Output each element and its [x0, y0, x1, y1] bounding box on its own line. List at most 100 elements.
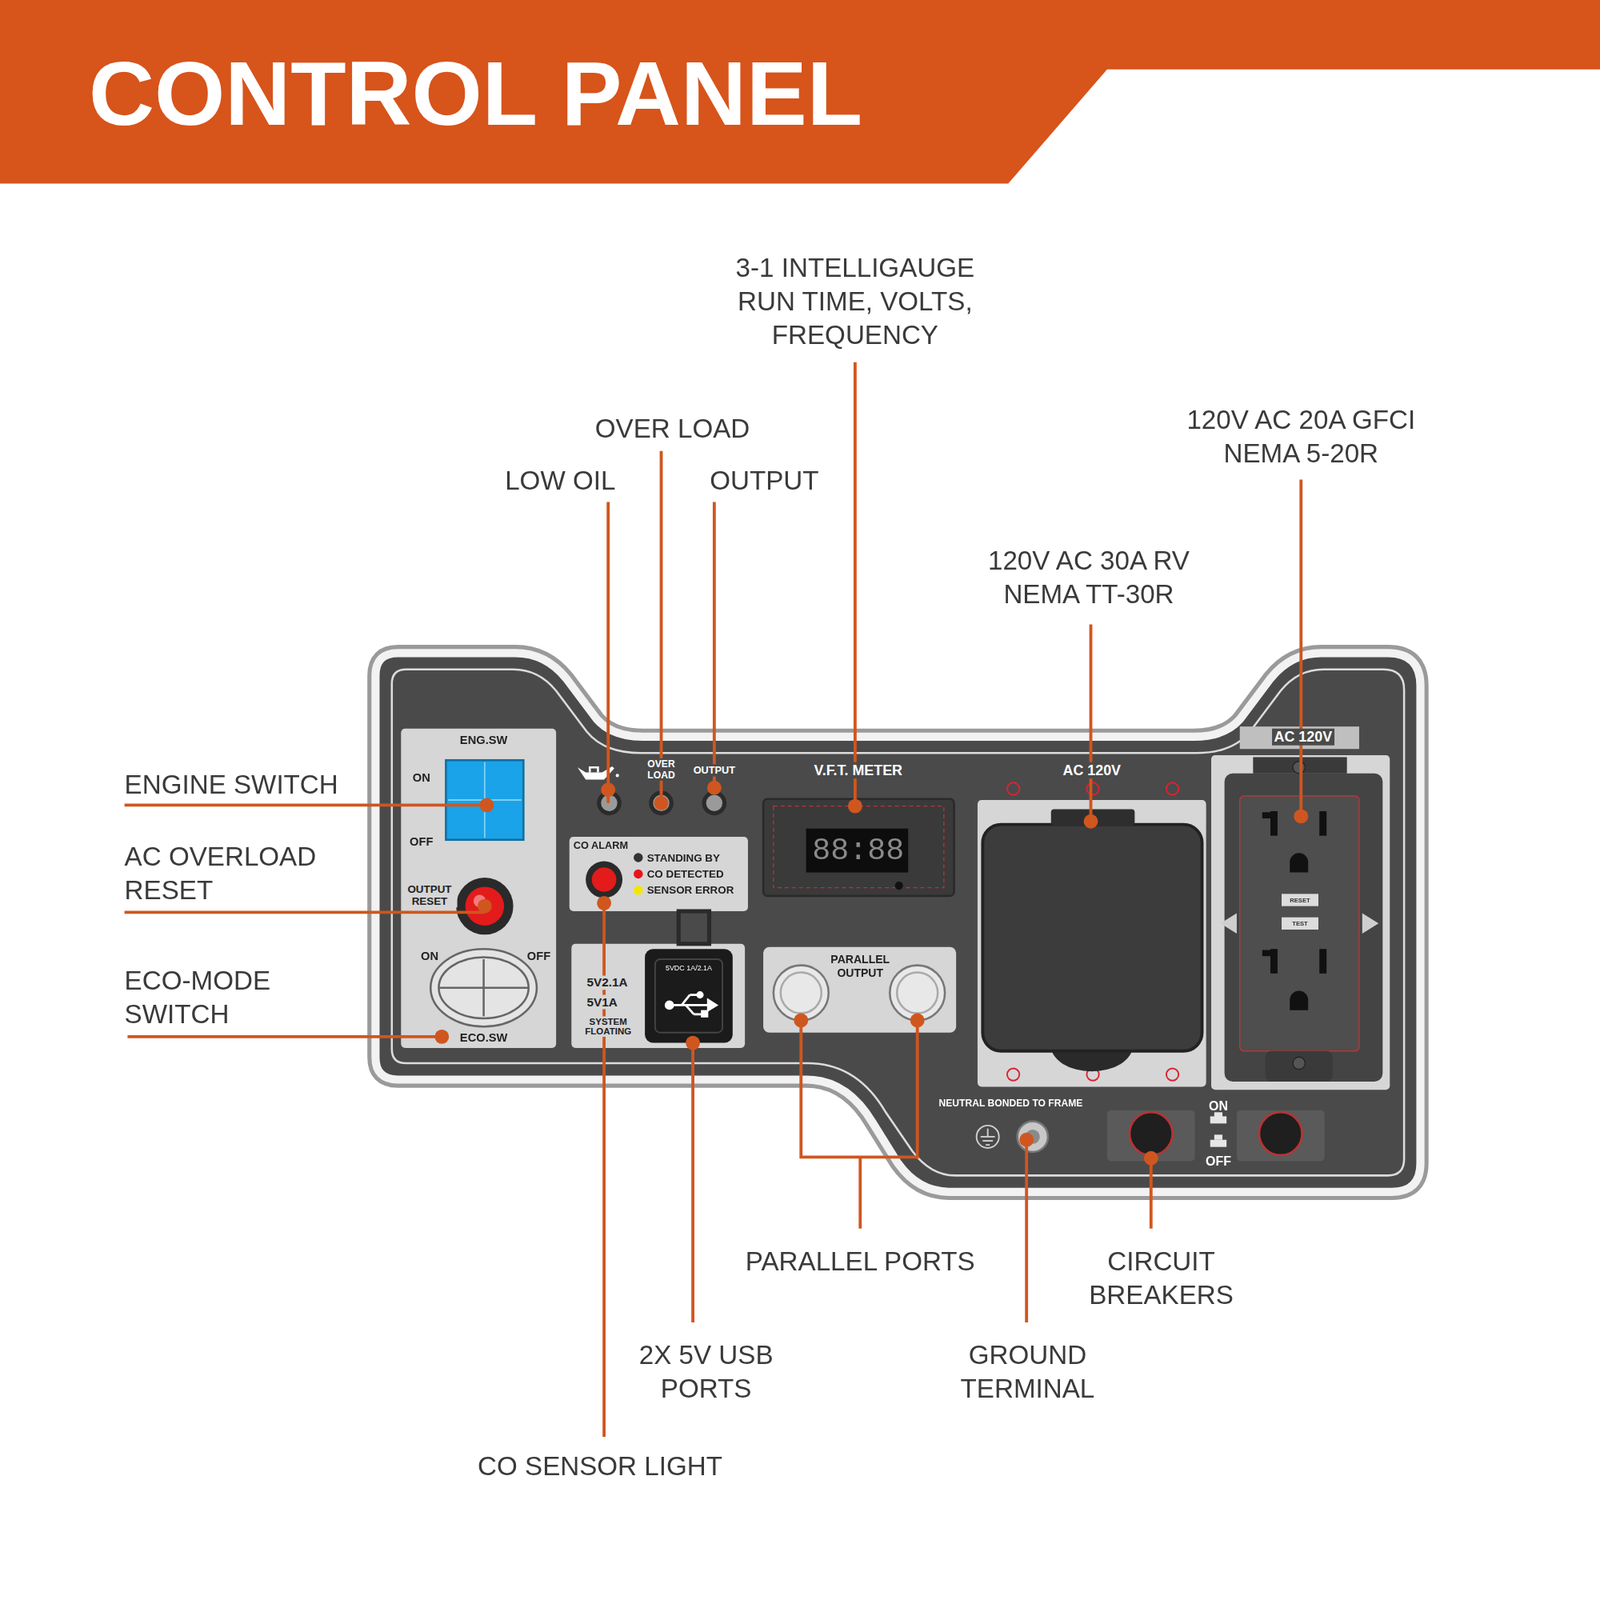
legend-text: STANDING BY	[647, 851, 720, 864]
sub-panels-part	[400, 728, 556, 1048]
callout-label: 120V AC 20A GFCI NEMA 5-20R	[1184, 403, 1418, 471]
panel-text: 5V1A	[584, 995, 620, 1010]
co-alarm-button	[585, 861, 623, 899]
rv-outlet-cover-part-part	[1007, 1068, 1020, 1080]
eco-switch-part	[482, 959, 485, 1016]
leader-lines-part	[1024, 1140, 1028, 1323]
leader-lines-part	[691, 1043, 695, 1323]
panel-text: OUTPUT RESET	[402, 882, 458, 908]
gfci-outlet-box: AC 120VRESETTEST	[1211, 755, 1390, 1090]
callout-label: ENGINE SWITCH	[124, 769, 339, 800]
panel-text: SYSTEM FLOATING	[574, 1016, 642, 1037]
legend-swatch	[633, 885, 643, 895]
callout-label: OUTPUT	[709, 464, 819, 498]
panel-housing-part	[375, 652, 1420, 1192]
parallel-output-box: PARALLEL OUTPUT	[763, 947, 956, 1033]
leader-dots-part	[477, 899, 492, 914]
gfci-outlet-part	[1240, 796, 1360, 1052]
leader-dots-part	[654, 796, 669, 811]
panel-text: RESET	[1289, 896, 1311, 904]
usb-port-part-part	[671, 1004, 708, 1007]
panel-text: ECO.SW	[460, 1030, 508, 1045]
callout-label: ECO-MODE SWITCH	[124, 964, 329, 1032]
parallel-ports-part	[773, 965, 829, 1021]
panel-text: ENG.SW	[460, 732, 508, 748]
gfci-outlet-part-part	[1289, 991, 1308, 1011]
legend-text: CO DETECTED	[647, 867, 724, 880]
sub-panels	[400, 728, 1390, 1091]
circuit-breakers	[1107, 1110, 1325, 1162]
ground-terminal	[976, 1121, 1048, 1152]
gfci-outlet-part	[1224, 773, 1384, 1082]
legend-row: CO DETECTED	[633, 867, 724, 881]
leader-dots-part	[707, 780, 722, 796]
panel-text: ON	[412, 770, 431, 785]
panel-housing-part	[392, 669, 1404, 1176]
usb-port-part-part	[697, 992, 703, 997]
panel-text: OUTPUT	[691, 764, 738, 776]
meter-display-part	[806, 828, 909, 873]
leader-lines-part	[1299, 479, 1303, 816]
panel-text: CO ALARM	[573, 840, 628, 852]
circuit-breakers-part	[1214, 1134, 1223, 1140]
parallel-ports-part	[889, 965, 945, 1021]
legend-text: SENSOR ERROR	[647, 884, 735, 896]
leader-dots-part	[1084, 814, 1099, 829]
leader-dots	[434, 780, 1308, 1166]
leader-lines-part	[124, 910, 485, 914]
engine-switch-part	[445, 760, 524, 840]
meter-display-part	[773, 806, 944, 888]
co-alarm-button-part	[585, 861, 623, 899]
callout-label: CO SENSOR LIGHT	[477, 1450, 723, 1484]
parallel-ports-part	[896, 972, 938, 1014]
sub-panels-part	[569, 836, 748, 912]
leader-lines-part	[124, 803, 488, 807]
leader-dots-part	[1019, 1132, 1034, 1148]
indicator-lights-part	[706, 795, 723, 812]
rv-outlet-cover-part	[982, 824, 1202, 1052]
rv-outlet-cover	[982, 782, 1202, 1080]
gfci-outlet-part-part	[1319, 948, 1327, 974]
callout-label: 120V AC 30A RV NEMA TT-30R	[977, 544, 1200, 612]
callout-label: GROUND TERMINAL	[940, 1338, 1116, 1406]
usb-port: 5VDC 1A/2.1A	[644, 948, 733, 1043]
usb-port-part-part	[708, 1000, 716, 1011]
ground-terminal-part	[1017, 1121, 1048, 1152]
leader-lines-part	[1089, 624, 1093, 822]
output-reset-button-part	[456, 877, 513, 935]
callout-label: 2X 5V USB PORTS	[624, 1338, 788, 1406]
circuit-breakers-part	[1259, 1112, 1303, 1156]
leader-dots-part	[793, 1013, 808, 1028]
leader-dots-part	[1144, 1151, 1159, 1166]
callout-label: LOW OIL	[504, 464, 616, 498]
panel-text: V.F.T. METER	[812, 762, 905, 779]
ground-terminal-part	[987, 1128, 989, 1137]
panel-text: 88:88	[812, 836, 904, 867]
indicator-lights-part	[652, 795, 669, 812]
eco-switch	[430, 948, 537, 1027]
panel-text: NEUTRAL BONDED TO FRAME	[938, 1096, 1083, 1108]
indicator-lights-part	[616, 773, 620, 777]
usb-port-part-part	[665, 1001, 673, 1009]
gfci-outlet-part-part	[1319, 811, 1327, 836]
leader-lines-part	[800, 1020, 917, 1158]
panel-text: OFF	[1205, 1154, 1232, 1169]
ground-terminal-part	[982, 1140, 993, 1142]
usb-port	[644, 911, 733, 1044]
output-reset-button	[456, 877, 513, 935]
legend-swatch	[633, 852, 643, 862]
gfci-outlet-part	[1265, 1051, 1333, 1082]
gfci-outlet-part-part	[1289, 852, 1308, 872]
meter-display-part	[895, 881, 904, 890]
panel-text: PARALLEL OUTPUT	[819, 952, 901, 980]
rv-outlet-cover-part-part	[1007, 782, 1020, 795]
ground-terminal-part	[976, 1125, 1000, 1148]
panel-text: ON	[1208, 1099, 1228, 1114]
callout-label: PARALLEL PORTS	[745, 1244, 976, 1279]
panel-text: OVER LOAD	[638, 758, 684, 781]
usb-port-part-part	[685, 1004, 694, 1014]
title-band-part	[0, 0, 1600, 184]
